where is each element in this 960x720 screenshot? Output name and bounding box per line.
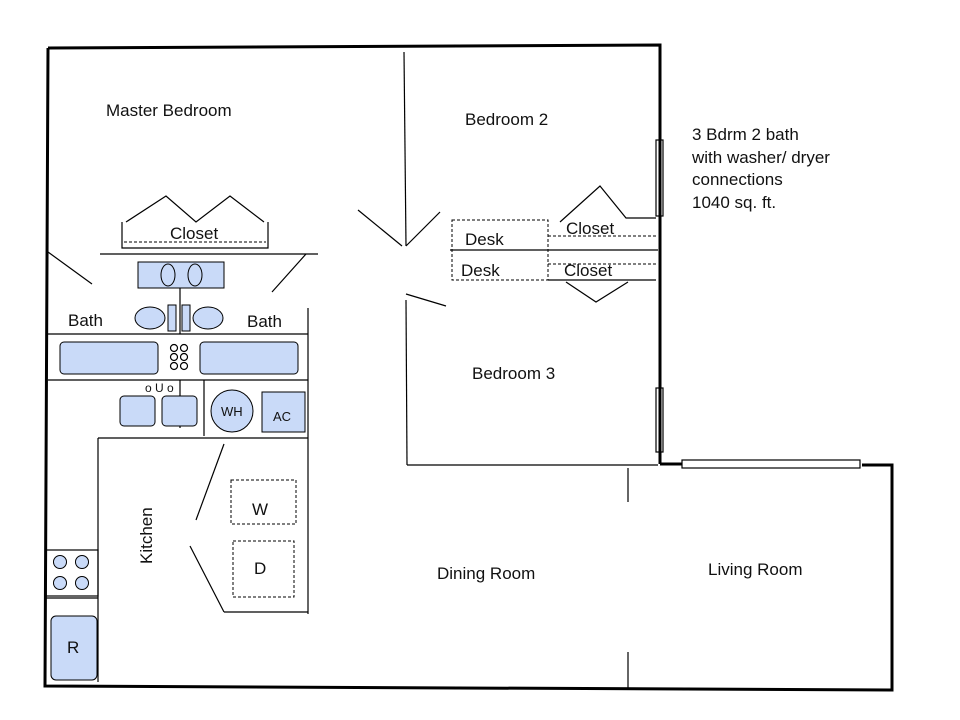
water-heater-label: WH — [221, 404, 243, 419]
room-label-bedroom-2: Bedroom 2 — [465, 110, 548, 129]
refrigerator-icon — [50, 615, 98, 681]
dryer-icon — [232, 540, 295, 598]
bath-label-left: Bath — [68, 311, 103, 330]
desk-bedroom2 — [451, 219, 549, 251]
closet-label-bedroom3: Closet — [564, 261, 612, 280]
utility-symbol-icon: o U o — [145, 381, 174, 395]
shower-valves-icon — [169, 343, 189, 371]
sink-left-icon — [160, 263, 176, 287]
description-line: 3 Bdrm 2 bath — [692, 125, 799, 144]
master-closet: Closet — [121, 195, 269, 249]
desk-label-bedroom2: Desk — [465, 230, 504, 249]
dryer-label: D — [254, 559, 266, 578]
closet-label-bedroom2: Closet — [566, 219, 614, 238]
laundry-sink-left — [119, 395, 156, 427]
tub-right-icon — [199, 341, 299, 375]
window-living-room — [681, 459, 861, 469]
washer-dryer: W D — [230, 479, 297, 598]
ac-unit-icon — [261, 391, 306, 433]
sink-right-icon — [187, 263, 203, 287]
desk-bedroom3 — [451, 249, 549, 281]
desk-closet-block: Desk Desk Closet Closet — [451, 185, 656, 303]
description-line: 1040 sq. ft. — [692, 192, 777, 212]
kitchen-appliances: R — [45, 549, 99, 681]
exterior-walls — [43, 43, 894, 692]
room-labels: Master Bedroom Bedroom 2 Bedroom 3 Dinin… — [106, 101, 803, 583]
room-label-living-room: Living Room — [708, 560, 803, 579]
window-bedroom3 — [655, 387, 664, 453]
description-line: with washer/ dryer — [692, 147, 830, 167]
laundry-sink-right — [161, 395, 198, 427]
windows — [655, 139, 861, 469]
floor-plan-description: 3 Bdrm 2 bath with washer/ dryer connect… — [692, 124, 830, 214]
closet-label-master: Closet — [170, 224, 218, 243]
water-heater-icon — [210, 389, 254, 433]
refrigerator-label: R — [67, 638, 79, 657]
toilet-tank-right — [181, 304, 191, 332]
room-label-dining-room: Dining Room — [437, 564, 535, 583]
washer-icon — [230, 479, 297, 525]
room-label-master-bedroom: Master Bedroom — [106, 101, 232, 120]
toilet-left-icon — [134, 306, 166, 330]
ac-label: AC — [273, 409, 291, 424]
room-label-kitchen: Kitchen — [137, 507, 156, 564]
description-line: connections — [692, 170, 783, 189]
utility-fixtures: o U o WH AC — [119, 381, 306, 433]
room-label-bedroom-3: Bedroom 3 — [472, 364, 555, 383]
toilet-tank-left — [167, 304, 177, 332]
vanity-counter — [137, 261, 225, 289]
bath-fixtures: Bath Bath — [59, 261, 299, 375]
toilet-right-icon — [192, 306, 224, 330]
bath-label-right: Bath — [247, 312, 282, 331]
window-bedroom2 — [655, 139, 664, 217]
stove-icon — [45, 549, 99, 597]
tub-left-icon — [59, 341, 159, 375]
washer-label: W — [252, 500, 268, 519]
desk-label-bedroom3: Desk — [461, 261, 500, 280]
